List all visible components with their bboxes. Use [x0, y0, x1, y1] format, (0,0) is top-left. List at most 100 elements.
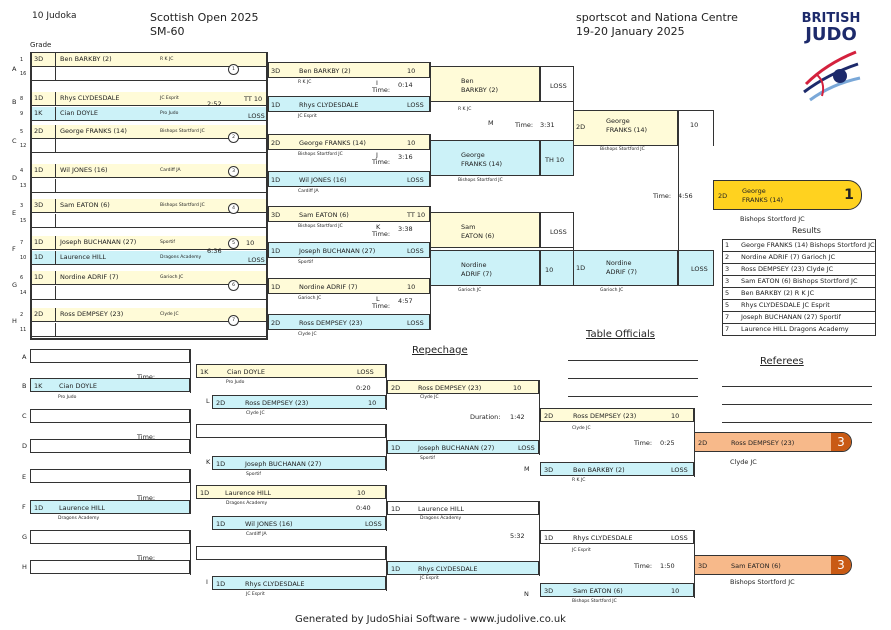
r2-grade: 1D	[271, 176, 281, 184]
r2-grade: 1D	[271, 283, 281, 291]
rep-m5-top-club: Dragons Academy	[420, 516, 462, 521]
rep-m2-letter: K	[206, 458, 211, 466]
gold-winner-club: Bishops Stortford JC	[740, 215, 805, 223]
semi-bottom-result: TH 10	[540, 140, 574, 176]
r2-result: 10	[407, 67, 416, 75]
rep-slot-d	[30, 439, 190, 453]
rep-m6-bottom: 3D Sam EATON (6) 10	[540, 583, 694, 597]
r1-club: Pro Judo	[160, 111, 179, 116]
rep-m5-bottom: 1D Rhys CLYDESDALE	[387, 561, 539, 575]
results-entry: George FRANKS (14) Bishops Stortford JC	[741, 241, 875, 249]
r2-time-label: Time:	[372, 86, 391, 94]
r2-result: LOSS	[407, 176, 424, 184]
r2-club: R K JC	[298, 80, 312, 85]
bronze-winner-2-club: Bishops Stortford JC	[730, 578, 795, 586]
r2-result: LOSS	[407, 101, 424, 109]
results-place: 7	[725, 313, 730, 321]
r1-slot	[32, 323, 266, 337]
r2-match-letter: J	[376, 151, 378, 159]
rep-letter-b: B	[22, 382, 27, 390]
r1-grade: 1D	[32, 251, 56, 264]
rep-m2-duration-label: Duration:	[470, 413, 501, 421]
match-number-circle: 7	[228, 315, 239, 326]
r2-match-letter: L	[376, 295, 380, 303]
r2-club: Sportif	[298, 260, 313, 265]
final-top-result: 10	[690, 121, 699, 129]
results-title: Results	[792, 226, 821, 235]
final-time: 4:56	[678, 192, 693, 200]
rep-m1-top: 1K Cian DOYLE LOSS	[196, 364, 386, 378]
r2-grade: 3D	[271, 67, 281, 75]
r2-name: Ben BARKBY (2)	[299, 67, 351, 75]
r2-time: 3:38	[398, 225, 413, 233]
results-place: 2	[725, 253, 730, 261]
final-time-label: Time:	[653, 192, 672, 200]
judoka-count: 10 Judoka	[32, 11, 77, 21]
r1-score-f: 10	[246, 239, 255, 247]
rep-letter-c: C	[22, 412, 27, 420]
gold-winner-name: George FRANKS (14)	[742, 187, 784, 204]
rep-b-club: Pro Judo	[58, 395, 77, 400]
r1-club: Garioch JC	[160, 275, 184, 280]
r1-grade	[32, 286, 56, 299]
r1-grade	[32, 323, 56, 336]
results-entry: Joseph BUCHANAN (27) Sportif	[741, 313, 841, 321]
rep-m2-duration: 1:42	[510, 413, 525, 421]
rep-m5-bottom-slot: 1D Rhys CLYDESDALE	[212, 576, 386, 590]
rep-m1-bottom: 2D Ross DEMPSEY (23) 10	[212, 395, 386, 409]
rep-m2-bottom: 1D Joseph BUCHANAN (27) LOSS	[387, 440, 539, 454]
r1-loss-f: LOSS	[248, 256, 265, 264]
r1-index: 13	[20, 183, 27, 189]
rep-m6-top: 1D Rhys CLYDESDALE LOSS	[540, 530, 694, 544]
event-title: Scottish Open 2025	[150, 11, 259, 24]
results-entry: Sam EATON (6) Bishops Stortford JC	[741, 277, 858, 285]
rep-m2-top-club: Clyde JC	[420, 395, 439, 400]
rep-m3-bottom: 3D Ben BARKBY (2) LOSS	[540, 462, 694, 476]
pool-f: F	[12, 245, 16, 253]
semi-time-label: Time:	[515, 121, 534, 129]
r2-club: Bishops Stortford JC	[298, 152, 343, 157]
r2-result: LOSS	[407, 319, 424, 327]
r1-slot	[32, 214, 266, 228]
rep-m5-top: 1D Laurence HILL	[387, 501, 539, 515]
r2-time: 3:16	[398, 153, 413, 161]
r2-grade: 1D	[271, 247, 281, 255]
r2-match-letter: I	[376, 79, 378, 87]
r1-name: Laurence HILL	[60, 253, 107, 261]
r1-name: Sam EATON (6)	[60, 201, 110, 209]
r2-name: Rhys CLYDESDALE	[299, 101, 359, 109]
r1-grade: 2D	[32, 308, 56, 321]
results-place: 3	[725, 265, 730, 273]
final-bottom: 1D Nordine ADRIF (7)	[573, 250, 678, 286]
rep-m6-letter: N	[524, 590, 529, 598]
r1-index: 6	[20, 275, 24, 281]
r2-slot: 3D Ben BARKBY (2) 10	[268, 62, 430, 78]
r2-result: 10	[407, 283, 416, 291]
results-place: 5	[725, 301, 730, 309]
rep-m2-bottom-club-a: Sportif	[246, 472, 261, 477]
r1-club: Dragons Academy	[160, 255, 202, 260]
results-place: 5	[725, 289, 730, 297]
r1-index: 14	[20, 290, 27, 296]
r1-name: Rhys CLYDESDALE	[60, 94, 120, 102]
match-number-circle: 3	[228, 166, 239, 177]
r1-slot: 1D Laurence HILL Dragons Academy	[32, 251, 266, 265]
rep-m4-top-club: Dragons Academy	[226, 501, 268, 506]
table-officials-title: Table Officials	[586, 329, 655, 340]
r2-club: Clyde JC	[298, 332, 317, 337]
weight-category: SM-60	[150, 25, 185, 38]
rep-m3-time-label: Time:	[634, 439, 653, 447]
rep-m3-top-club: Clyde JC	[572, 426, 591, 431]
r1-name: Nordine ADRIF (7)	[60, 273, 119, 281]
r1-score-b: TT 10	[244, 95, 263, 103]
r1-grade: 3D	[32, 199, 56, 212]
rep-letter-a: A	[22, 353, 27, 361]
semi-bottom: Nordine ADRIF (7)	[430, 250, 540, 286]
